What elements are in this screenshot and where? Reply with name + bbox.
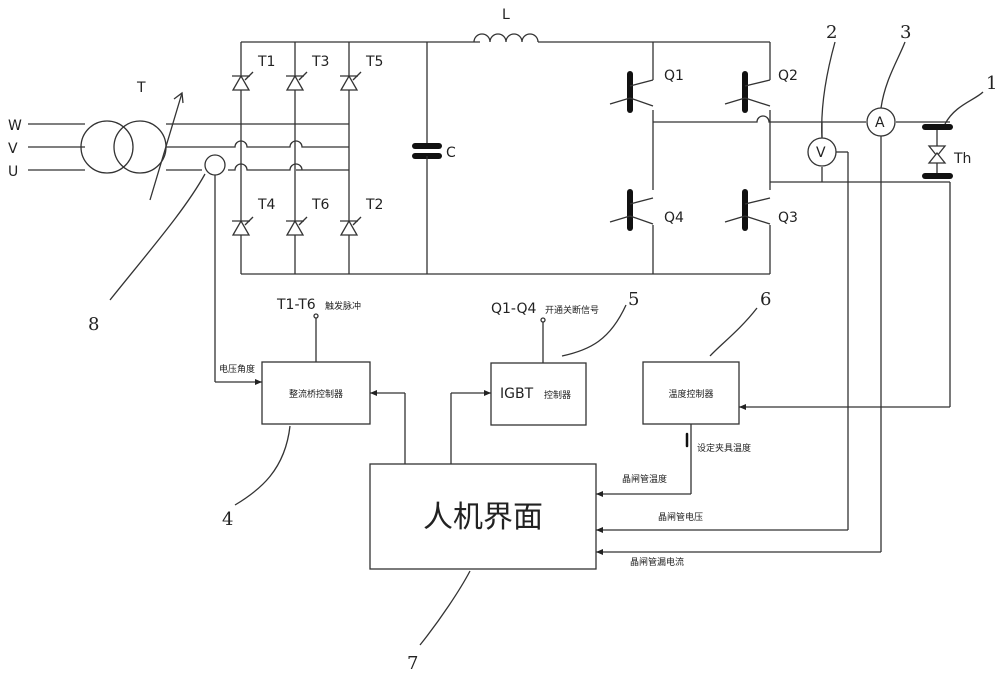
- igbt-q4-label: Q4: [664, 210, 684, 226]
- capacitor: [412, 42, 442, 274]
- callout-6: 6: [760, 289, 771, 310]
- rectifier-bridge: [240, 41, 770, 275]
- trigger-signal-sub: 触发脉冲: [325, 300, 361, 312]
- input-lines: [28, 123, 85, 171]
- thyristor-t6-label: T6: [311, 197, 330, 213]
- set-fixture-temp-label: 设定夹具温度: [697, 442, 751, 454]
- igbt-q1-label: Q1: [664, 68, 684, 84]
- thyristor-symbols: [231, 71, 362, 236]
- callout-1: 1: [986, 73, 997, 94]
- transformer-label: T: [136, 80, 146, 96]
- temperature-controller-box: [642, 361, 740, 425]
- current-sensor-8: [204, 154, 226, 176]
- callout-7: 7: [407, 653, 418, 674]
- thyristor-leakage-label: 晶闸管漏电流: [630, 556, 684, 568]
- callout-4: 4: [222, 509, 233, 530]
- phase-v-label: V: [8, 141, 18, 157]
- igbt-symbols: [609, 71, 771, 231]
- thyristor-t5-label: T5: [365, 54, 383, 70]
- callout-8: 8: [88, 314, 99, 335]
- hmi-box: [369, 463, 597, 570]
- rectifier-controller-label: 整流桥控制器: [289, 388, 343, 400]
- igbt-controller-box: [490, 362, 587, 426]
- inductor: [473, 33, 770, 43]
- igbt-controller-sub: 控制器: [544, 389, 571, 401]
- thyristor-t2-label: T2: [365, 197, 383, 213]
- callout-3: 3: [900, 22, 911, 43]
- voltmeter-label: V: [816, 145, 826, 161]
- secondary-lines: [166, 123, 349, 171]
- trigger-signal-main: T1-T6: [276, 297, 316, 313]
- thyristor-temp-label: 晶闸管温度: [622, 473, 667, 485]
- callout-leaders: [109, 41, 984, 646]
- control-wiring: [214, 136, 951, 555]
- capacitor-label: C: [446, 145, 456, 161]
- rectifier-controller-box: [261, 361, 371, 425]
- phase-w-label: W: [8, 118, 22, 134]
- igbt-q2-label: Q2: [778, 68, 798, 84]
- igbt-signal-main: Q1-Q4: [491, 301, 537, 317]
- dut-label: Th: [953, 151, 971, 167]
- thyristor-t4-label: T4: [257, 197, 276, 213]
- callout-2: 2: [826, 22, 837, 43]
- voltage-angle-label: 电压角度: [219, 363, 255, 375]
- temperature-controller-label: 温度控制器: [668, 388, 713, 400]
- inductor-label: L: [502, 7, 510, 23]
- thyristor-t1-label: T1: [257, 54, 275, 70]
- h-bridge: [652, 42, 950, 274]
- thyristor-voltage-label: 晶闸管电压: [658, 511, 703, 523]
- igbt-q3-label: Q3: [778, 210, 798, 226]
- igbt-signal-sub: 开通关断信号: [545, 304, 599, 316]
- dut-thyristor: [922, 124, 953, 179]
- callout-5: 5: [628, 289, 639, 310]
- ammeter-label: A: [875, 115, 885, 131]
- phase-u-label: U: [8, 164, 18, 180]
- hmi-label: 人机界面: [423, 500, 543, 535]
- igbt-controller-main: IGBT: [500, 386, 534, 402]
- thyristor-t3-label: T3: [311, 54, 329, 70]
